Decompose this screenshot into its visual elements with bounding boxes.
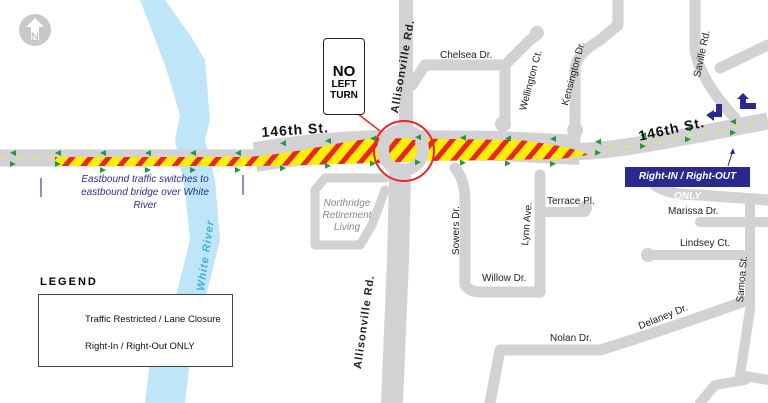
legend-item-riro: Right-In / Right-Out ONLY: [85, 341, 195, 352]
lane-closure-zone: [55, 138, 588, 166]
roundabout-highlight: [373, 120, 435, 182]
direction-arrow-icon: [550, 135, 556, 142]
direction-arrow-icon: [280, 165, 286, 172]
label-chelsea: Chelsea Dr.: [440, 50, 493, 61]
direction-arrow-icon: [325, 137, 331, 144]
direction-arrow-icon: [100, 167, 106, 173]
direction-arrow-icon: [685, 136, 691, 143]
direction-arrow-icon: [280, 140, 286, 147]
direction-arrow-icon: [235, 167, 241, 173]
direction-arrow-icon: [640, 143, 646, 150]
direction-arrow-icon: [640, 132, 646, 139]
north-arrow-icon: N: [19, 14, 51, 46]
sign-line-3: TURN: [330, 90, 358, 101]
direction-arrow-icon: [10, 161, 16, 167]
direction-arrow-icon: [100, 150, 106, 156]
direction-arrow-icon: [730, 118, 736, 125]
svg-text:N: N: [31, 31, 39, 43]
bridge-note: Eastbound traffic switches to eastbound …: [81, 174, 209, 211]
label-northridge: Northridge Retirement Living: [322, 198, 372, 233]
label-lindsey: Lindsey Ct.: [680, 238, 731, 249]
label-terrace: Terrace Pl.: [547, 196, 595, 207]
direction-arrow-icon: [10, 150, 16, 156]
label-nolan: Nolan Dr.: [550, 333, 592, 344]
direction-arrow-icon: [370, 135, 376, 142]
direction-arrow-icon: [190, 150, 196, 156]
legend-title: LEGEND: [40, 276, 98, 288]
right-in-right-out-callout: Right-IN / Right-OUT ONLY: [625, 167, 750, 202]
direction-arrow-icon: [550, 160, 556, 167]
sign-line-1: NO: [332, 63, 356, 80]
no-left-turn-sign: NO LEFT TURN: [323, 38, 365, 115]
direction-arrow-icon: [145, 150, 151, 156]
right-in-right-out-icon: [706, 93, 756, 121]
direction-arrow-icon: [460, 159, 466, 166]
direction-arrow-icon: [55, 161, 61, 167]
label-sowers: Sowers Dr.: [451, 206, 462, 255]
direction-arrow-icon: [370, 160, 376, 167]
direction-arrow-icon: [685, 125, 691, 132]
direction-arrow-icon: [145, 167, 151, 173]
direction-arrow-icon: [730, 129, 736, 136]
legend: Traffic Restricted / Lane Closure Right-…: [38, 294, 233, 367]
direction-arrow-icon: [595, 138, 601, 145]
direction-arrow-icon: [190, 167, 196, 173]
direction-arrow-icon: [415, 159, 421, 166]
direction-arrow-icon: [505, 160, 511, 167]
traffic-direction-arrows: [10, 118, 736, 173]
direction-arrow-icon: [415, 134, 421, 141]
label-marissa: Marissa Dr.: [668, 206, 719, 217]
direction-arrow-icon: [595, 149, 601, 156]
direction-arrow-icon: [235, 150, 241, 156]
direction-arrow-icon: [460, 134, 466, 141]
sign-line-2: LEFT: [331, 79, 357, 90]
direction-arrow-icon: [325, 162, 331, 169]
legend-item-lane-closure: Traffic Restricted / Lane Closure: [85, 314, 221, 325]
label-willow: Willow Dr.: [482, 273, 527, 284]
direction-arrow-icon: [55, 150, 61, 156]
direction-arrow-icon: [505, 135, 511, 142]
146th-street: [0, 112, 768, 182]
